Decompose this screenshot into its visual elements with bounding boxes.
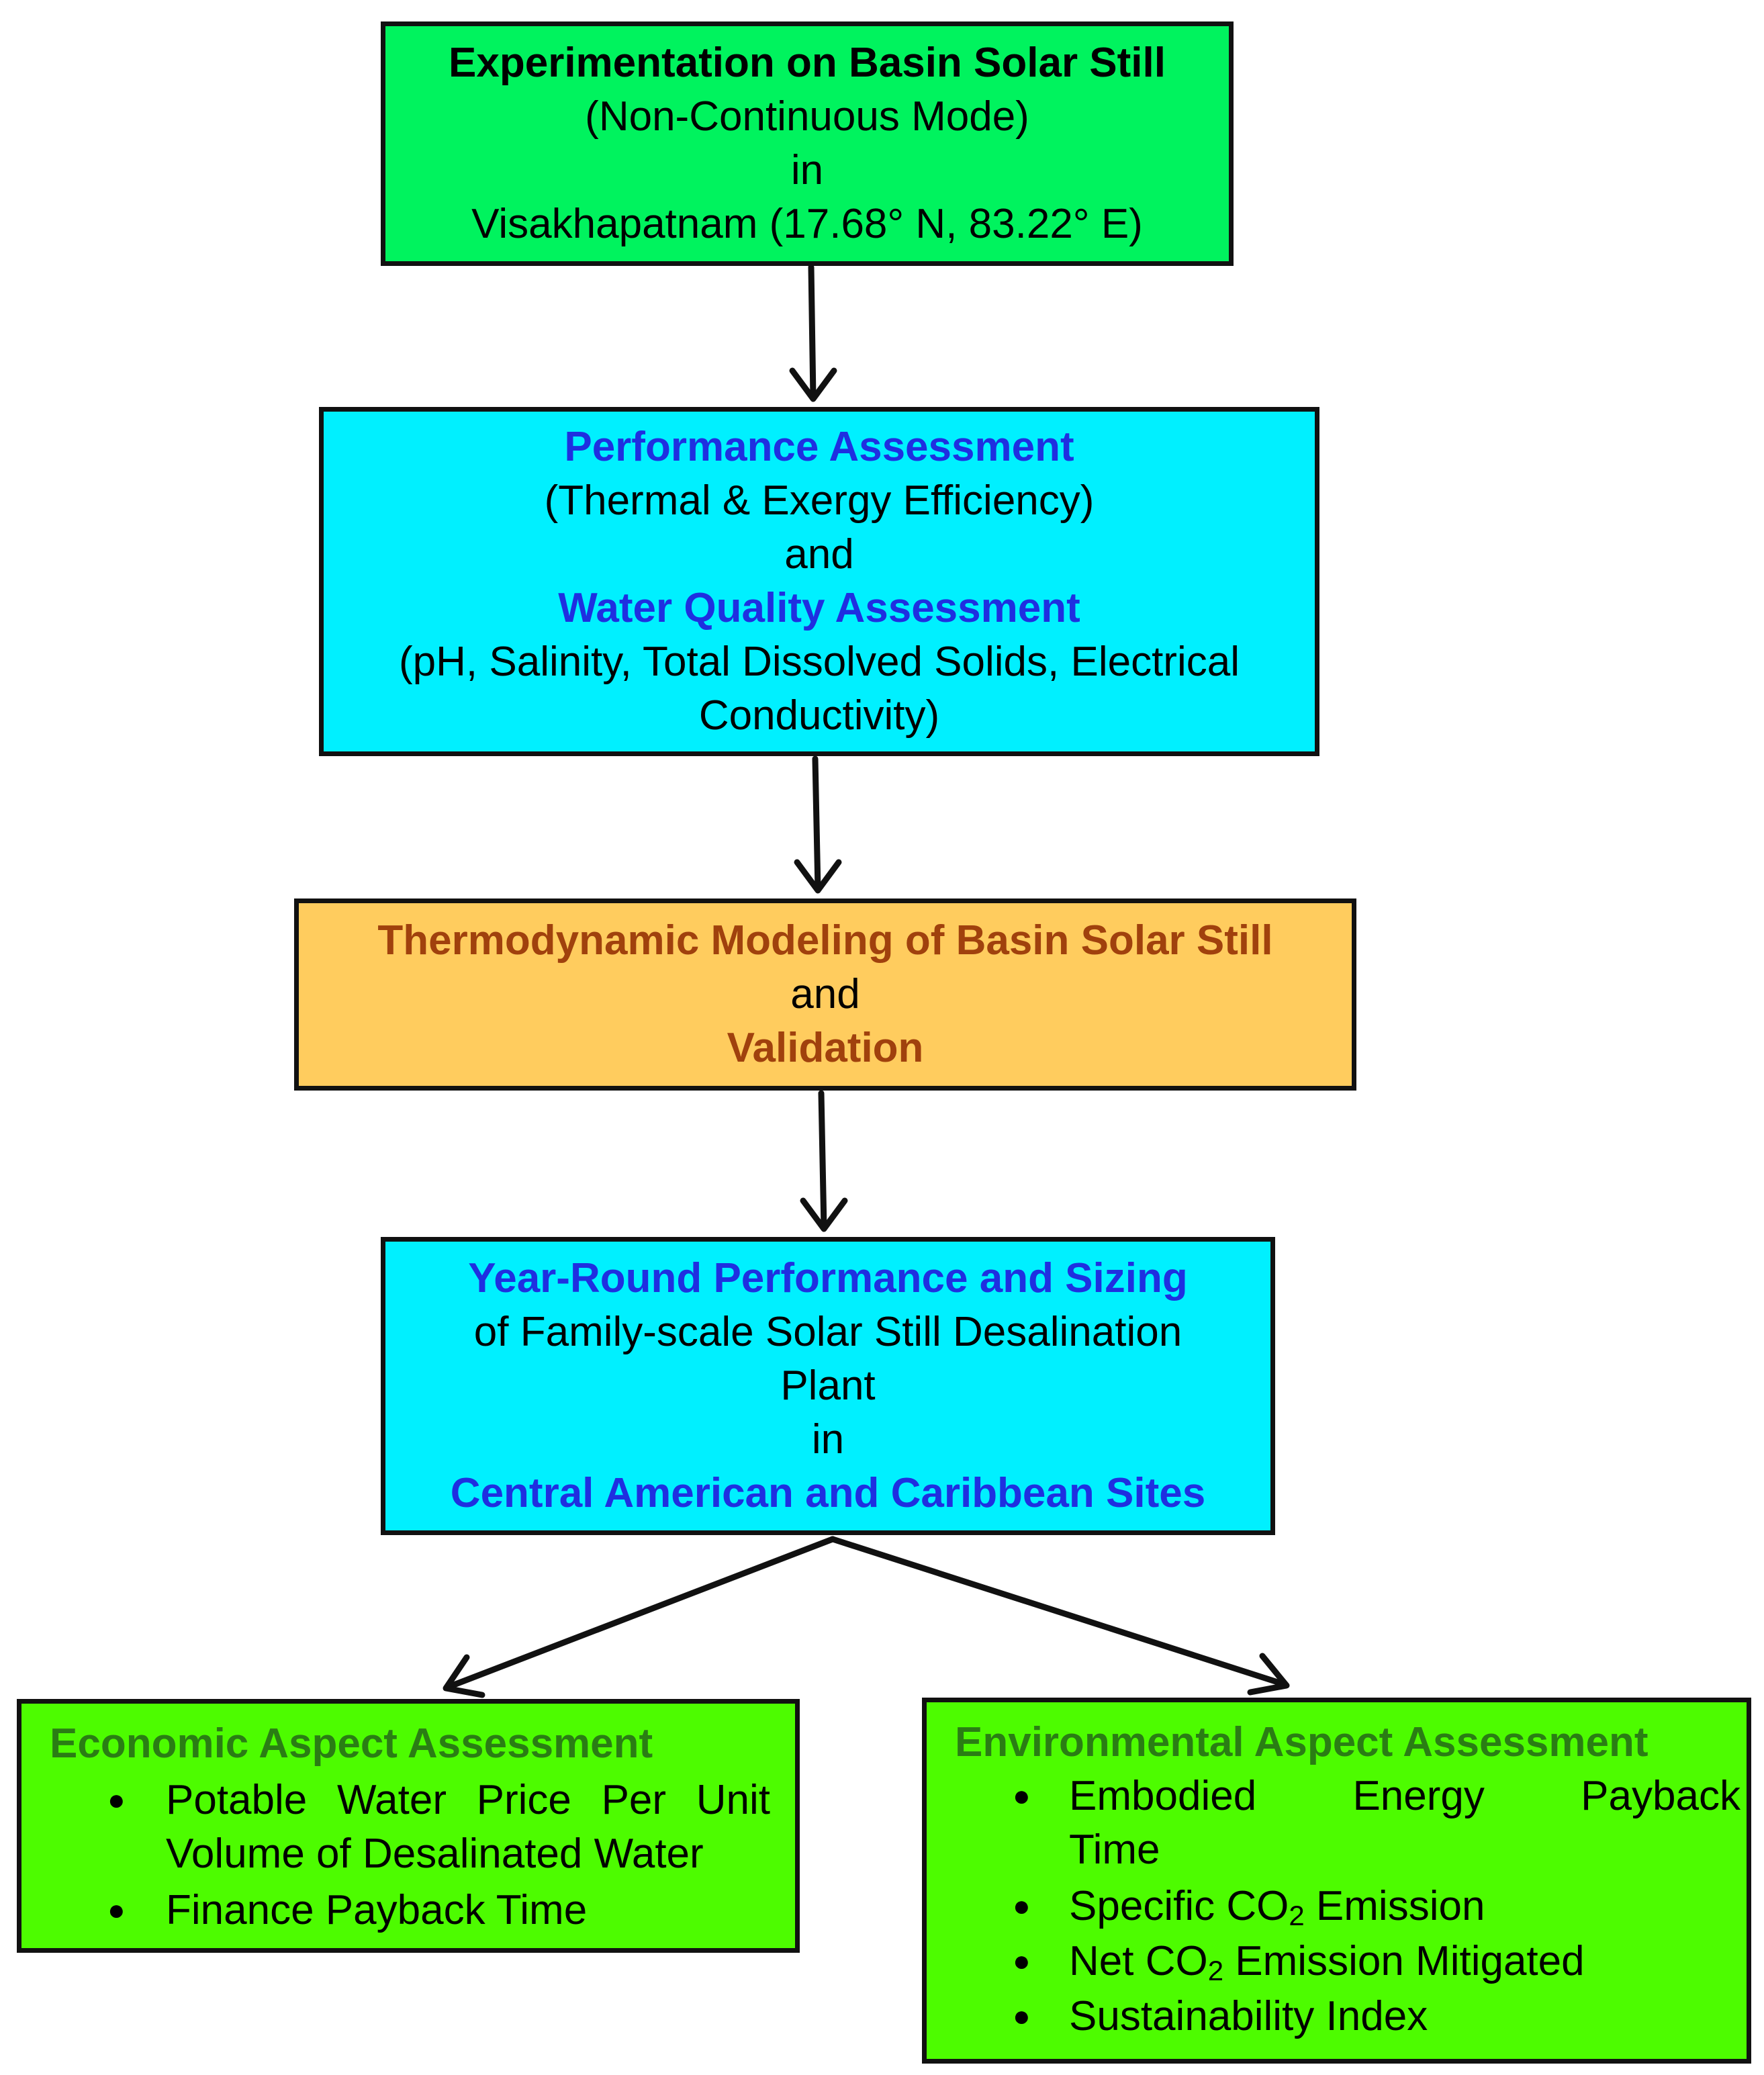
environmental-item-3: Net CO2 Emission Mitigated xyxy=(1069,1935,1585,1988)
environmental-aspect-box: Environmental Aspect Assessment ● Embodi… xyxy=(922,1698,1751,2064)
arrow-5-head xyxy=(1247,1653,1290,1696)
economic-item-1-line1: Potable Water Price Per Unit xyxy=(166,1773,770,1827)
water-quality-params-line1: (pH, Salinity, Total Dissolved Solids, E… xyxy=(399,639,1240,685)
environmental-item-2: Specific CO2 Emission xyxy=(1069,1880,1485,1933)
arrow-1-shaft xyxy=(808,264,817,401)
validation-heading: Validation xyxy=(727,1025,924,1071)
water-quality-heading: Water Quality Assessment xyxy=(558,585,1080,631)
item-text: Emission Mitigated xyxy=(1223,1938,1585,1984)
year-round-performance-box: Year-Round Performance and Sizing of Fam… xyxy=(381,1237,1275,1535)
arrow-2-head xyxy=(794,859,842,894)
experimentation-box: Experimentation on Basin Solar Still (No… xyxy=(381,21,1234,266)
water-quality-params-line2: Conductivity) xyxy=(698,692,940,739)
word: Per xyxy=(601,1777,667,1823)
word: Embodied xyxy=(1069,1773,1257,1819)
and-text: and xyxy=(784,531,854,578)
word: Energy xyxy=(1352,1773,1485,1819)
word: Potable xyxy=(166,1777,308,1823)
arrow-3-head xyxy=(800,1197,848,1232)
item-text: Emission xyxy=(1304,1883,1485,1929)
environmental-item-1-line2: Time xyxy=(1069,1827,1160,1873)
mode-text: (Non-Continuous Mode) xyxy=(585,93,1029,140)
location-text: Visakhapatnam (17.68° N, 83.22° E) xyxy=(471,201,1143,247)
word: Price xyxy=(476,1777,571,1823)
bullet-icon: ● xyxy=(107,1894,126,1927)
word: Payback xyxy=(1581,1773,1740,1819)
arrow-4-head xyxy=(443,1654,485,1698)
environmental-item-1-line1: Embodied Energy Payback xyxy=(1069,1769,1740,1823)
thermodynamic-modeling-heading: Thermodynamic Modeling of Basin Solar St… xyxy=(377,917,1273,964)
in-text: in xyxy=(790,147,824,193)
item-text: Specific CO xyxy=(1069,1883,1289,1929)
item-text: Net CO xyxy=(1069,1938,1208,1984)
economic-item-1-line2: Volume of Desalinated Water xyxy=(166,1831,704,1877)
efficiency-text: (Thermal & Exergy Efficiency) xyxy=(544,477,1095,524)
economic-aspect-title: Economic Aspect Assessment xyxy=(50,1720,653,1767)
bullet-icon: ● xyxy=(1013,2000,1031,2033)
bullet-icon: ● xyxy=(107,1784,126,1816)
performance-assessment-heading: Performance Assessment xyxy=(564,424,1074,470)
bullet-icon: ● xyxy=(1013,1890,1031,1923)
performance-assessment-box: Performance Assessment (Thermal & Exergy… xyxy=(319,407,1319,756)
experimentation-title: Experimentation on Basin Solar Still xyxy=(449,40,1166,86)
word: Water xyxy=(336,1777,447,1823)
environmental-aspect-title: Environmental Aspect Assessment xyxy=(955,1719,1649,1765)
family-scale-text: of Family-scale Solar Still Desalination xyxy=(473,1309,1182,1355)
bullet-icon: ● xyxy=(1013,1945,1031,1978)
arrow-3-shaft xyxy=(818,1090,827,1231)
word: Unit xyxy=(696,1777,770,1823)
arrow-4-shaft xyxy=(445,1536,836,1690)
environmental-item-4: Sustainability Index xyxy=(1069,1993,1428,2039)
subscript: 2 xyxy=(1289,1900,1305,1931)
arrow-2-shaft xyxy=(812,755,821,892)
plant-text: Plant xyxy=(780,1363,876,1409)
and-text: and xyxy=(790,971,860,1017)
economic-item-2: Finance Payback Time xyxy=(166,1887,588,1933)
year-round-heading: Year-Round Performance and Sizing xyxy=(468,1255,1188,1301)
in-text: in xyxy=(811,1416,845,1463)
arrow-1-head xyxy=(789,367,837,402)
thermodynamic-modeling-box: Thermodynamic Modeling of Basin Solar St… xyxy=(294,898,1356,1091)
bullet-icon: ● xyxy=(1013,1780,1031,1812)
sites-heading: Central American and Caribbean Sites xyxy=(450,1470,1206,1516)
economic-aspect-box: Economic Aspect Assessment ● Potable Wat… xyxy=(17,1699,800,1953)
subscript: 2 xyxy=(1207,1955,1224,1986)
arrow-5-shaft xyxy=(829,1536,1287,1688)
